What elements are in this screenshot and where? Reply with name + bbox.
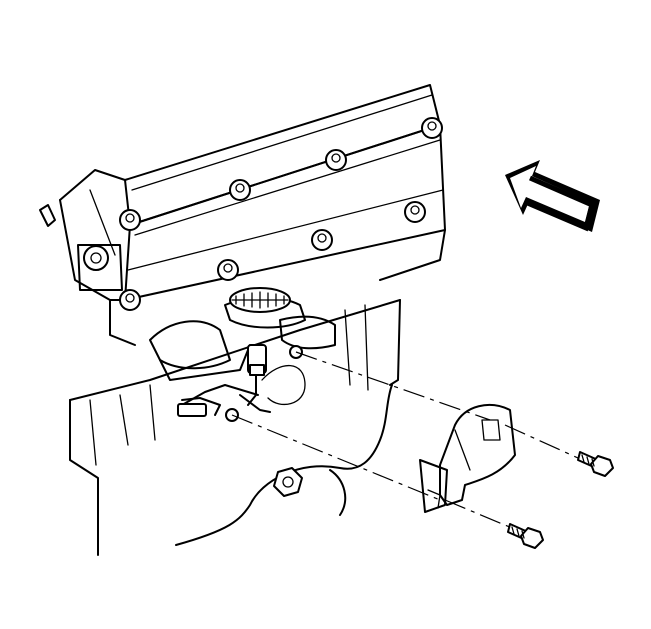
bolt-upper <box>577 451 614 477</box>
sensor-wiring-harness <box>177 344 306 422</box>
alignment-lines <box>231 351 579 529</box>
front-arrow-icon <box>505 160 600 232</box>
left-mount-bracket <box>39 204 123 291</box>
nut-on-pan <box>273 467 303 497</box>
engine-block-body <box>69 299 401 556</box>
bolt-lower <box>507 523 544 549</box>
exhaust-runners <box>149 287 336 381</box>
head-bolts <box>119 117 443 311</box>
heat-shield-cover <box>419 404 516 513</box>
